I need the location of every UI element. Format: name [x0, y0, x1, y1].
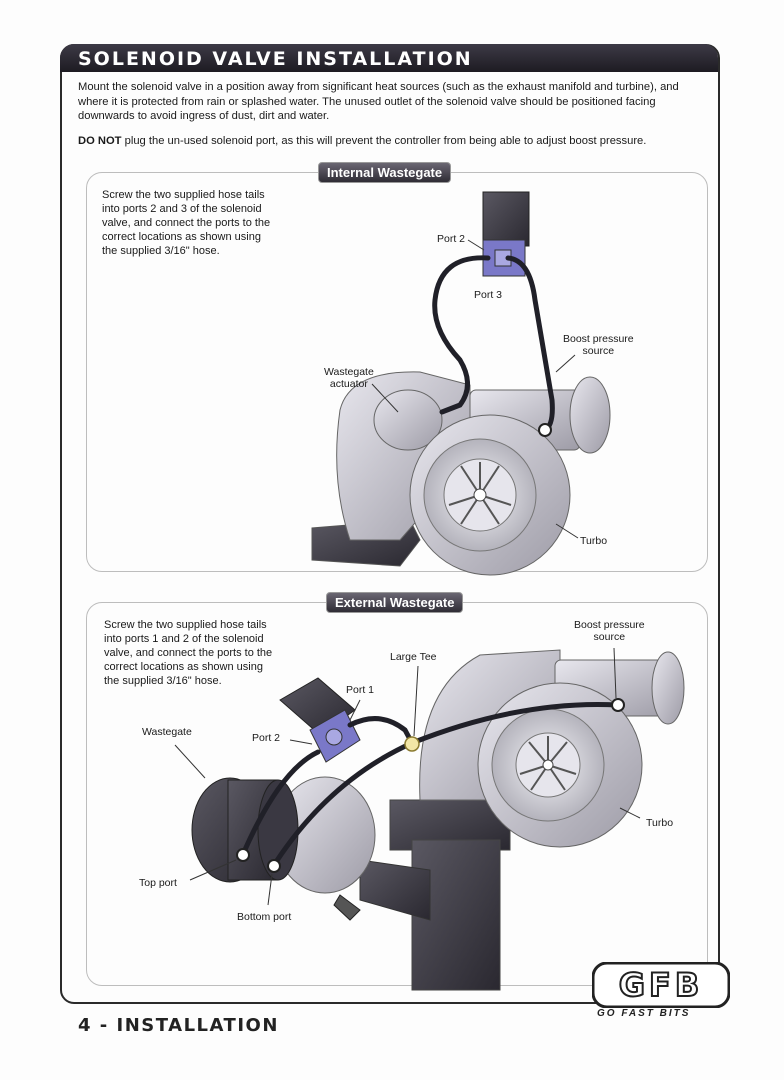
- internal-turbo-label: Turbo: [580, 535, 608, 547]
- warning-text: plug the un-used solenoid port, as this …: [121, 135, 647, 147]
- external-wastegate-tab: External Wastegate: [326, 592, 464, 613]
- internal-wastegate-tab: Internal Wastegate: [318, 162, 452, 183]
- warning-bold: DO NOT: [78, 135, 122, 147]
- external-port1-label: Port 1: [346, 684, 375, 696]
- internal-boost-line1: Boost pressure: [563, 333, 634, 345]
- internal-actuator-line2: actuator: [329, 378, 368, 390]
- logo-tagline: GO FAST BITS: [597, 1008, 691, 1019]
- internal-boost-label: Boost pressure source: [563, 333, 634, 357]
- external-wastegate-body: [191, 776, 431, 921]
- external-boost-label: Boost pressure source: [574, 619, 645, 643]
- internal-solenoid-valve: [482, 191, 530, 277]
- internal-leader-lines: [371, 239, 579, 539]
- external-instructions: Screw the two supplied hose tails into p…: [104, 619, 273, 687]
- external-wastegate-label: Wastegate: [142, 726, 192, 738]
- gfb-logo: GFB: [592, 962, 730, 1008]
- internal-actuator-line1: Wastegate: [324, 366, 374, 378]
- external-solenoid-valve: [279, 677, 361, 763]
- external-port2-label: Port 2: [252, 732, 281, 744]
- internal-boost-line2: source: [582, 345, 615, 357]
- external-tee-label: Large Tee: [390, 651, 437, 663]
- logo-mark: GFB: [619, 966, 704, 1004]
- internal-actuator-label: Wastegate actuator: [324, 366, 374, 390]
- intro-paragraph: Mount the solenoid valve in a position a…: [78, 81, 679, 122]
- internal-instructions: Screw the two supplied hose tails into p…: [102, 189, 271, 257]
- page-title: SOLENOID VALVE INSTALLATION: [78, 48, 473, 70]
- internal-turbo: [311, 371, 611, 576]
- internal-port3-label: Port 3: [474, 289, 503, 301]
- header-bar: [60, 44, 718, 72]
- external-turbo: [389, 649, 685, 991]
- external-top-port-label: Top port: [139, 877, 177, 889]
- external-bottom-port-label: Bottom port: [237, 911, 292, 923]
- warning-paragraph: DO NOT plug the un-used solenoid port, a…: [78, 135, 704, 147]
- large-tee: [404, 736, 420, 752]
- internal-port2-label: Port 2: [437, 233, 466, 245]
- external-leader-lines: [174, 647, 641, 906]
- external-boost-line2: source: [593, 631, 626, 643]
- external-turbo-label: Turbo: [646, 817, 674, 829]
- footer-section-title: 4 - INSTALLATION: [78, 1015, 279, 1036]
- external-boost-line1: Boost pressure: [574, 619, 645, 631]
- external-hoses: [241, 702, 621, 865]
